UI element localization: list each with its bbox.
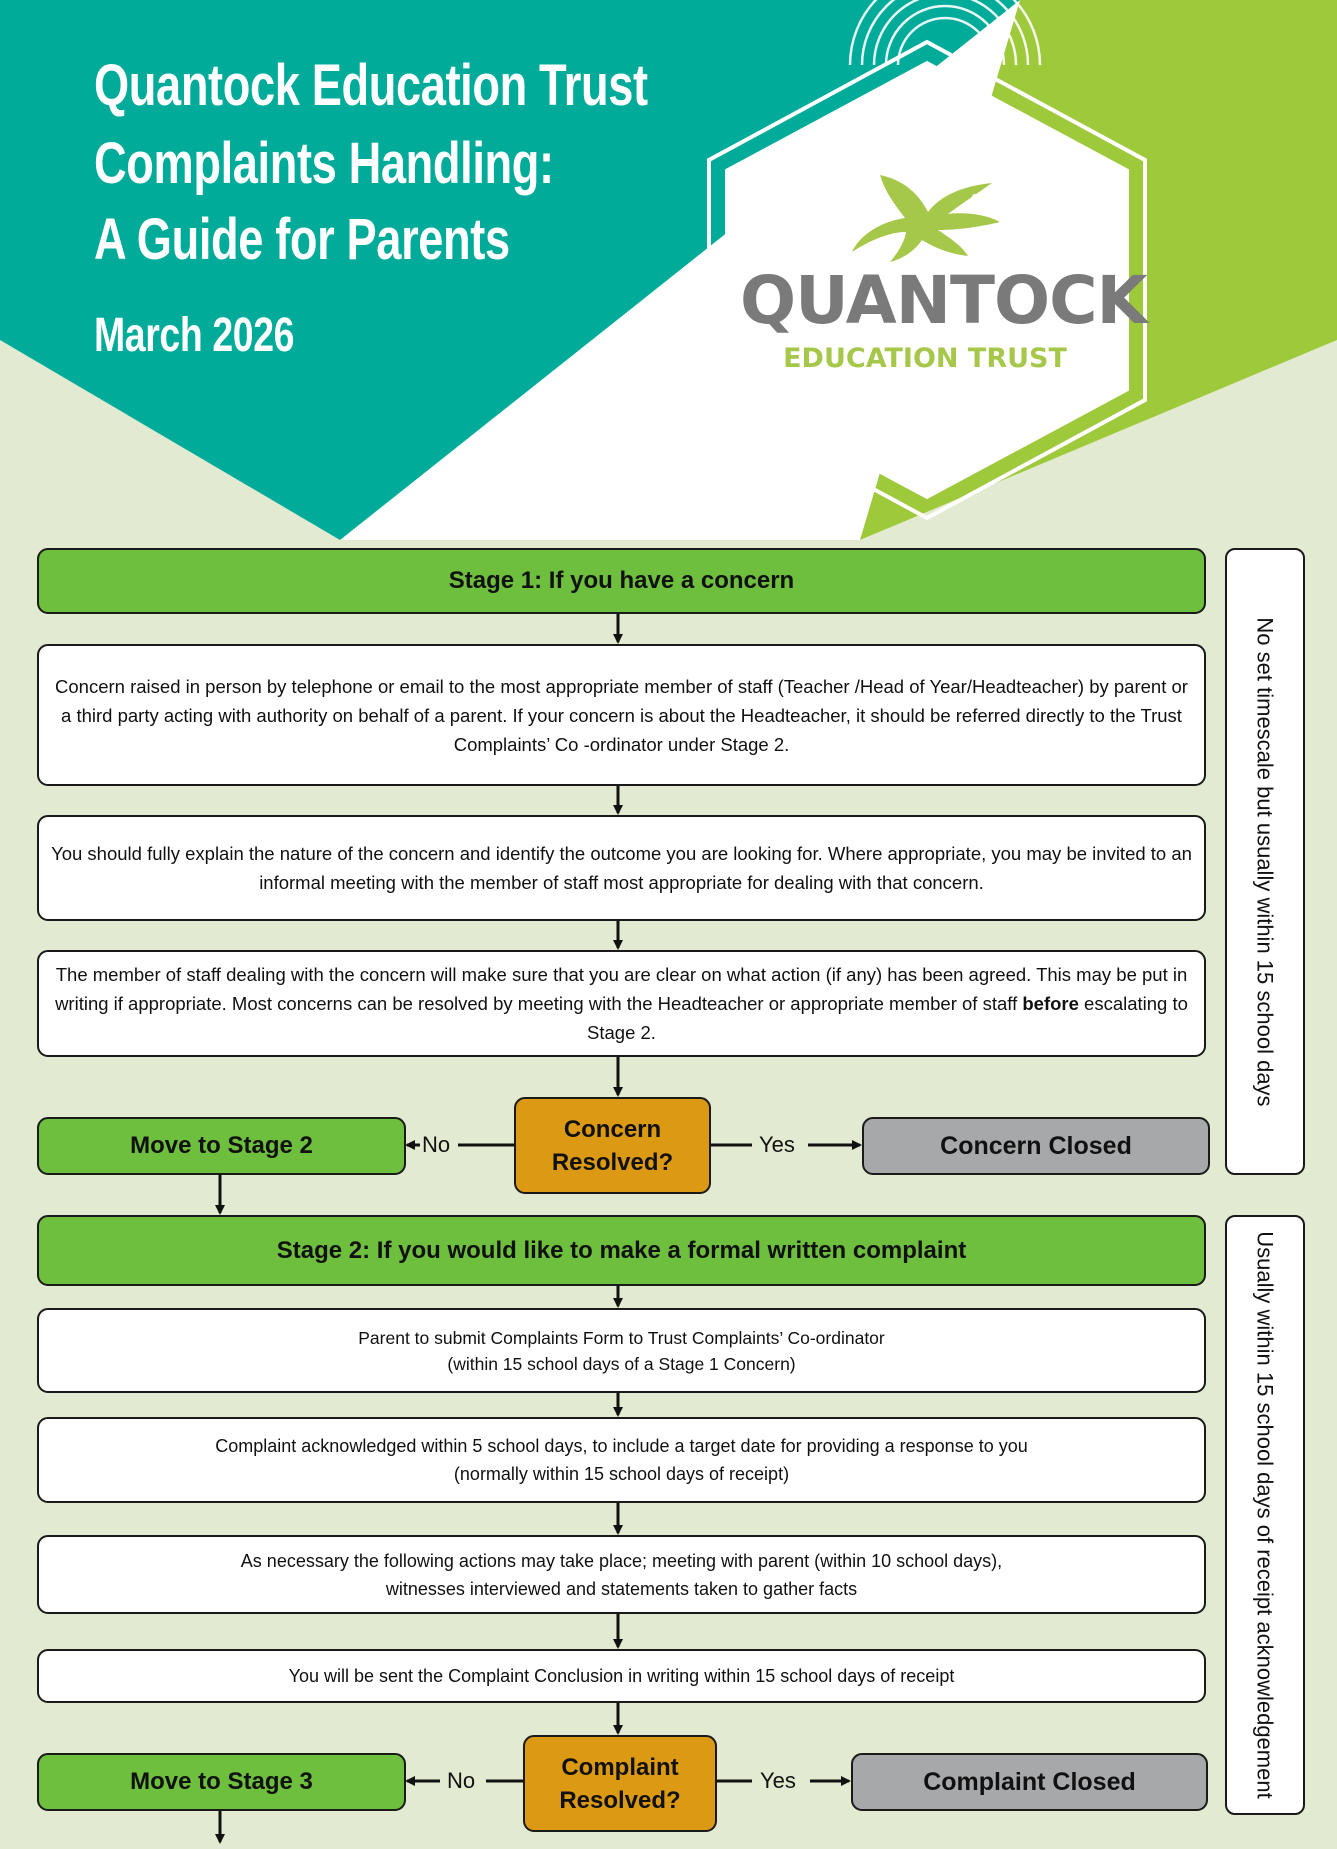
- logo-wordmark: QUANTOCK: [740, 262, 1148, 339]
- stage2-heading: Stage 2: If you would like to make a for…: [37, 1215, 1206, 1286]
- stage2-step4: You will be sent the Complaint Conclusio…: [37, 1649, 1206, 1703]
- complaint-resolved-decision: Complaint Resolved?: [523, 1735, 717, 1832]
- stage1-step3: The member of staff dealing with the con…: [37, 950, 1206, 1057]
- stage2-step3: As necessary the following actions may t…: [37, 1535, 1206, 1614]
- title-line-2: Complaints Handling:: [94, 131, 554, 196]
- decorative-arcs: [848, 0, 1042, 66]
- stage2-step1: Parent to submit Complaints Form to Trus…: [37, 1308, 1206, 1393]
- stage1-timescale-text: No set timescale but usually within 15 s…: [1252, 616, 1278, 1107]
- stage1-step1: Concern raised in person by telephone or…: [37, 644, 1206, 786]
- stage1-heading: Stage 1: If you have a concern: [37, 548, 1206, 614]
- stage2-step1-line1: Parent to submit Complaints Form to Trus…: [358, 1327, 885, 1348]
- stage2-step2-line1: Complaint acknowledged within 5 school d…: [215, 1436, 1028, 1456]
- decision1-line1: Concern: [563, 1115, 662, 1143]
- stage2-step1-line2: (within 15 school days of a Stage 1 Conc…: [447, 1353, 796, 1374]
- title-line-3: A Guide for Parents: [94, 207, 510, 272]
- concern-closed: Concern Closed: [862, 1117, 1210, 1175]
- stage2-yes-label: Yes: [760, 1768, 796, 1793]
- stage2-timescale: Usually within 15 school days of receipt…: [1225, 1215, 1305, 1815]
- stage2-step3-line1: As necessary the following actions may t…: [240, 1550, 1003, 1571]
- stage2-step3-line2: witnesses interviewed and statements tak…: [385, 1578, 858, 1599]
- stage2-step2-line2: (normally within 15 school days of recei…: [453, 1464, 790, 1484]
- bird-icon: [852, 175, 1000, 262]
- concern-resolved-decision: Concern Resolved?: [514, 1097, 711, 1194]
- decision2-line1: Complaint: [561, 1753, 679, 1781]
- stage2-no-label: No: [447, 1768, 476, 1793]
- teal-shape: [0, 0, 1020, 540]
- stage1-yes-label: Yes: [759, 1132, 795, 1157]
- stage2-step2: Complaint acknowledged within 5 school d…: [37, 1417, 1206, 1503]
- stage1-no-label: No: [422, 1132, 451, 1157]
- stage1-step3-emphasis: before: [1022, 993, 1079, 1014]
- title-line-1: Quantock Education Trust: [94, 53, 648, 118]
- stage1-step3-text: The member of staff dealing with the con…: [55, 964, 1188, 1014]
- stage1-step2: You should fully explain the nature of t…: [37, 815, 1206, 921]
- complaint-closed: Complaint Closed: [851, 1753, 1208, 1811]
- stage1-step3-text-end: escalating to Stage 2.: [587, 993, 1188, 1043]
- decision1-line2: Resolved?: [551, 1148, 674, 1176]
- stage2-timescale-text: Usually within 15 school days of receipt…: [1252, 1231, 1278, 1799]
- logo-subtitle: EDUCATION TRUST: [783, 343, 1067, 374]
- decision2-line2: Resolved?: [559, 1786, 681, 1814]
- date-label: March 2026: [94, 309, 295, 362]
- move-to-stage2: Move to Stage 2: [37, 1117, 406, 1175]
- stage1-timescale: No set timescale but usually within 15 s…: [1225, 548, 1305, 1175]
- move-to-stage3: Move to Stage 3: [37, 1753, 406, 1811]
